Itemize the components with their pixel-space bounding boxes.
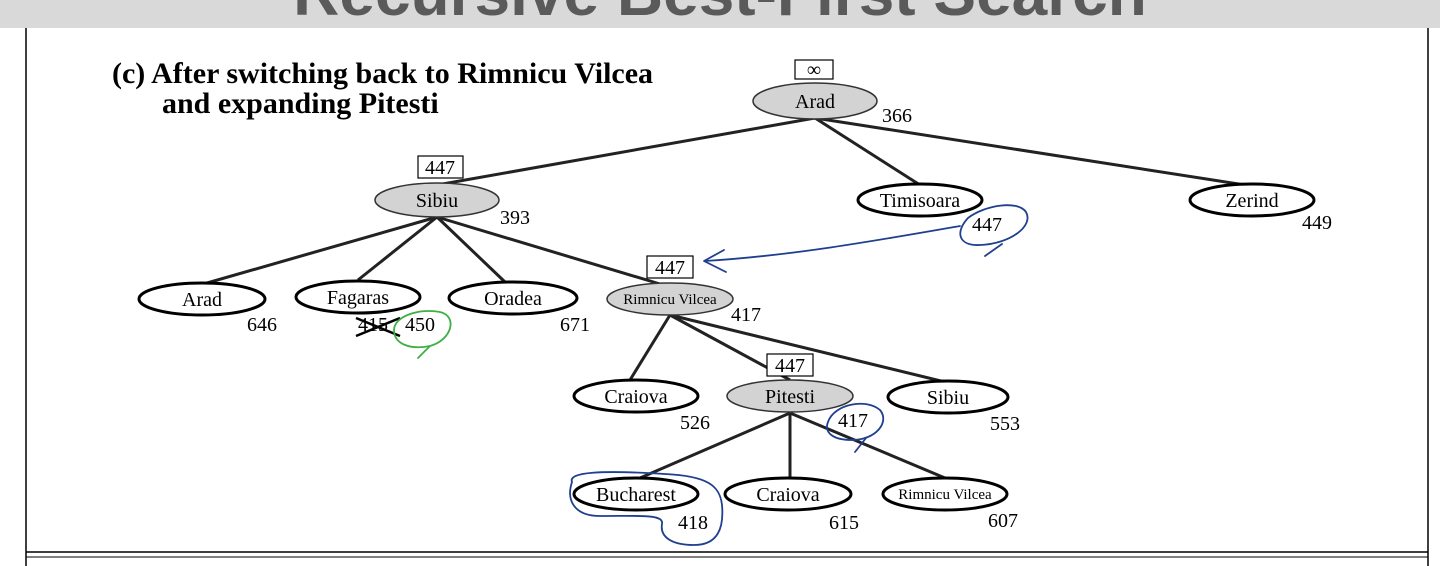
f-value: 607 — [988, 510, 1018, 532]
node-craiova-2: Craiova 615 — [723, 476, 859, 534]
f-value: 450 — [405, 314, 435, 336]
f-value: 417 — [731, 304, 761, 326]
node-label: Pitesti — [765, 386, 815, 408]
f-limit-box — [417, 155, 464, 179]
f-value: 366 — [882, 105, 912, 127]
node-zerind: Zerind 449 — [1188, 182, 1332, 234]
node-oradea: Oradea 671 — [447, 280, 590, 336]
slide-title: Recursive Best-First Search — [0, 0, 1440, 28]
pitesti-circle-annotation — [826, 402, 885, 441]
node-rimnicu-vilcea: Rimnicu Vilcea 447 417 — [606, 255, 761, 326]
f-limit-value: 447 — [775, 355, 805, 377]
edge-pitesti-bucharest — [639, 411, 791, 480]
node-label: Timisoara — [880, 190, 961, 212]
edge-arad-sibiu — [436, 116, 816, 187]
strike-mark — [355, 316, 401, 338]
node-label: Craiova — [756, 484, 819, 506]
node-bucharest: Bucharest 418 — [572, 476, 708, 534]
node-label: Fagaras — [327, 287, 389, 309]
f-value: 417 — [838, 410, 868, 432]
f-limit-box — [794, 59, 834, 80]
edge-sibiu-oradea — [435, 215, 507, 284]
f-value: 526 — [680, 412, 710, 434]
arrow-to-rimnicu-limit — [704, 225, 961, 262]
node-sibiu: Sibiu 447 393 — [374, 155, 530, 229]
caption-line-1: (c) After switching back to Rimnicu Vilc… — [112, 57, 653, 90]
f-value: 671 — [560, 314, 590, 336]
f-limit-value: 447 — [425, 157, 455, 179]
f-value: 646 — [247, 314, 277, 336]
node-label: Rimnicu Vilcea — [623, 292, 717, 308]
timisoara-circle-tail — [984, 243, 1003, 257]
edge-sibiu-rimnicu — [436, 215, 661, 286]
arrow-head — [703, 249, 727, 273]
handwritten-annotations — [393, 204, 1029, 546]
edge-sibiu-arad — [199, 215, 438, 287]
edge-rimnicu-craiova — [628, 314, 672, 381]
edge-pitesti-rimnicu — [789, 411, 946, 480]
edge-arad-zerind — [814, 116, 1246, 187]
node-craiova-1: Craiova 526 — [572, 378, 710, 434]
f-value: 393 — [500, 207, 530, 229]
node-label: Sibiu — [927, 387, 969, 409]
node-rimnicu-vilcea-2: Rimnicu Vilcea 607 — [881, 476, 1018, 532]
node-arad-2: Arad 646 — [137, 281, 277, 336]
caption-line-2: and expanding Pitesti — [162, 87, 439, 120]
f-value: 553 — [990, 413, 1020, 435]
f-limit-box — [766, 353, 814, 377]
node-label: Craiova — [604, 386, 667, 408]
f-limit-box — [646, 255, 694, 279]
node-fagaras: Fagaras 415 450 — [294, 279, 435, 338]
f-value: 449 — [1302, 212, 1332, 234]
node-timisoara: Timisoara 447 — [856, 182, 1002, 236]
edge-rimnicu-sibiu — [669, 313, 946, 384]
node-label: Bucharest — [596, 484, 676, 506]
edge-arad-timisoara — [814, 116, 921, 187]
timisoara-circle-annotation — [959, 204, 1029, 246]
edge-sibiu-fagaras — [357, 215, 438, 282]
fagaras-circle-annotation — [393, 310, 452, 349]
node-label: Zerind — [1225, 190, 1278, 212]
node-label: Arad — [182, 289, 222, 311]
f-value: 615 — [829, 512, 859, 534]
tree-edges — [199, 116, 1246, 480]
node-label: Arad — [795, 91, 835, 113]
bucharest-circle-annotation — [569, 471, 724, 546]
pitesti-circle-tail — [854, 437, 867, 453]
f-limit-value: ∞ — [807, 59, 821, 81]
f-value: 418 — [678, 512, 708, 534]
node-arad-root: Arad ∞ 366 — [752, 59, 912, 127]
node-label: Rimnicu Vilcea — [898, 487, 992, 503]
f-limit-value: 447 — [655, 257, 685, 279]
node-pitesti: Pitesti 447 417 — [726, 353, 868, 432]
node-label: Sibiu — [416, 190, 458, 212]
f-value: 447 — [972, 214, 1002, 236]
node-sibiu-2: Sibiu 553 — [886, 379, 1020, 435]
fagaras-circle-tail — [417, 345, 431, 359]
slide-title-bar: Recursive Best-First Search — [0, 0, 1440, 28]
node-label: Oradea — [484, 288, 542, 310]
